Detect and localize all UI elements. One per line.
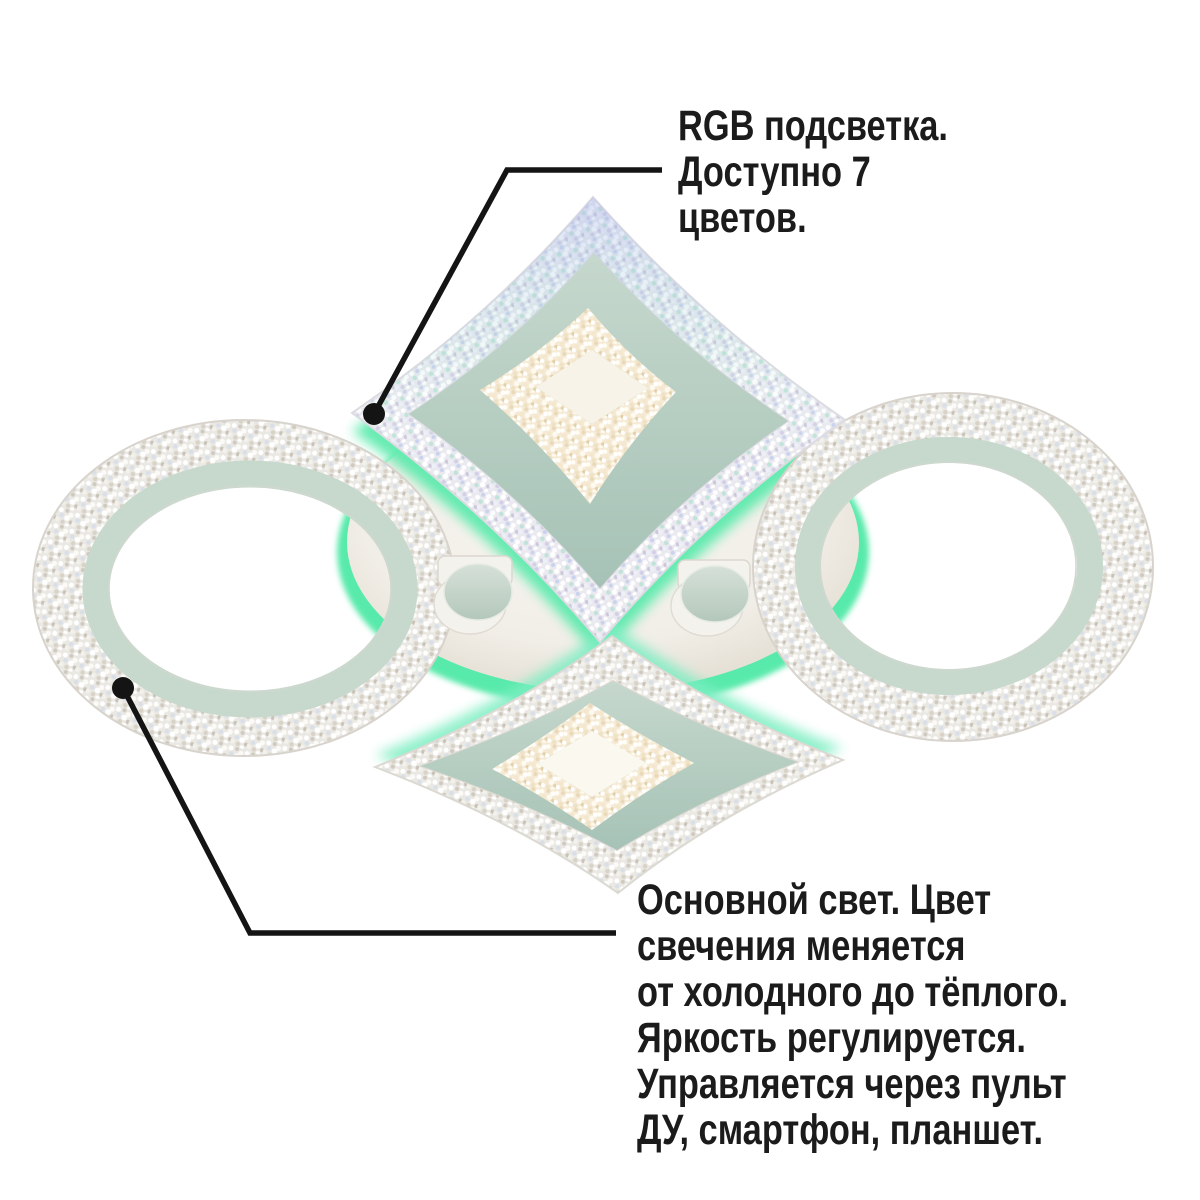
bottom-diamond-panel (372, 634, 846, 895)
right-ring-hole-outline (819, 461, 1077, 671)
callout-main-light: Основной свет. Цвет свечения меняется от… (637, 877, 1068, 1153)
left-ring (32, 419, 456, 757)
annotations (112, 167, 662, 936)
right-mount-face (680, 565, 750, 623)
callout-main-line-4: Яркость регулируется. (637, 1014, 1026, 1062)
right-ring-inner-band (795, 437, 1103, 695)
right-ring (752, 392, 1154, 742)
callout-rgb-line-3: цветов. (678, 194, 807, 242)
top-diamond-center-window (536, 350, 648, 424)
top-diamond-panel (350, 195, 847, 644)
callout-rgb-line-1: RGB подсветка. (678, 102, 948, 150)
pointer-line-main (120, 686, 616, 936)
callout-main-line-5: Управляется через пульт (637, 1060, 1067, 1108)
bottom-diamond-crystal-border (372, 634, 846, 895)
callout-rgb-backlight: RGB подсветка. Доступно 7 цветов. (678, 103, 948, 241)
left-mount-face (443, 563, 513, 621)
top-diamond-inner-crystal-ring (480, 308, 676, 504)
right-ring-outline (752, 392, 1154, 742)
bottom-diamond-center-window (538, 731, 646, 797)
pointer-dot-main (112, 677, 134, 699)
callout-rgb-line-2: Доступно 7 (678, 148, 871, 196)
pointer-dot-rgb (363, 403, 385, 425)
right-ring-mount (670, 559, 751, 637)
left-ring-inner-band (82, 460, 418, 718)
pointer-line-rgb (371, 167, 662, 416)
bottom-diamond-inner-crystal-ring (492, 703, 694, 830)
left-ring-hole-outline (108, 485, 392, 693)
left-ring-mount (433, 555, 513, 635)
callout-main-line-1: Основной свет. Цвет (637, 876, 992, 924)
callout-main-line-2: свечения меняется (637, 922, 966, 970)
callout-main-line-6: ДУ, смартфон, планшет. (637, 1106, 1044, 1154)
callout-main-line-3: от холодного до тёплого. (637, 968, 1069, 1016)
